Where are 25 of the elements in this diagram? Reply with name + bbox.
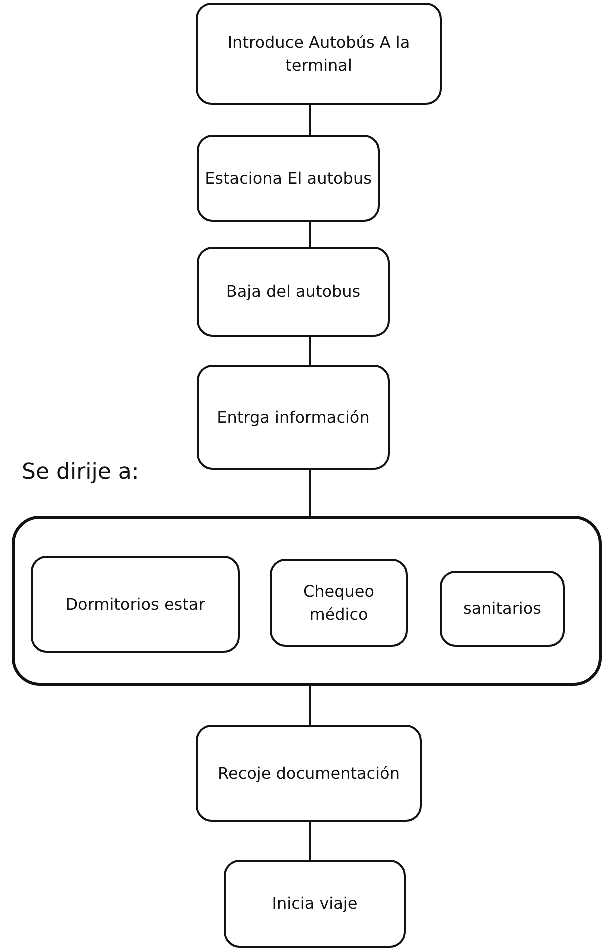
step-label: Introduce Autobús A la terminal <box>226 32 412 77</box>
connector-line <box>309 222 311 247</box>
step-label: Entrga información <box>216 406 371 429</box>
process-box <box>197 365 390 470</box>
process-box <box>31 556 240 653</box>
process-box <box>197 135 380 222</box>
step-label: Baja del autobus <box>225 281 362 304</box>
connector-line <box>309 337 311 365</box>
step-label: Chequeo médico <box>302 580 376 626</box>
connector-line <box>309 686 311 725</box>
connector-line <box>309 822 311 860</box>
step-label: Recoje documentación <box>217 762 401 785</box>
process-box <box>270 559 408 647</box>
connector-line <box>309 470 311 516</box>
group-heading: Se dirije a: <box>22 459 140 487</box>
process-box <box>196 3 442 105</box>
process-box <box>224 860 406 948</box>
step-label: Inicia viaje <box>271 893 359 916</box>
step-label: Dormitorios estar <box>64 594 206 616</box>
process-box <box>197 247 390 337</box>
process-box <box>196 725 422 822</box>
process-box <box>440 571 565 647</box>
step-label: sanitarios <box>462 598 542 620</box>
connector-line <box>309 105 311 135</box>
step-label: Estaciona El autobus <box>204 168 373 190</box>
